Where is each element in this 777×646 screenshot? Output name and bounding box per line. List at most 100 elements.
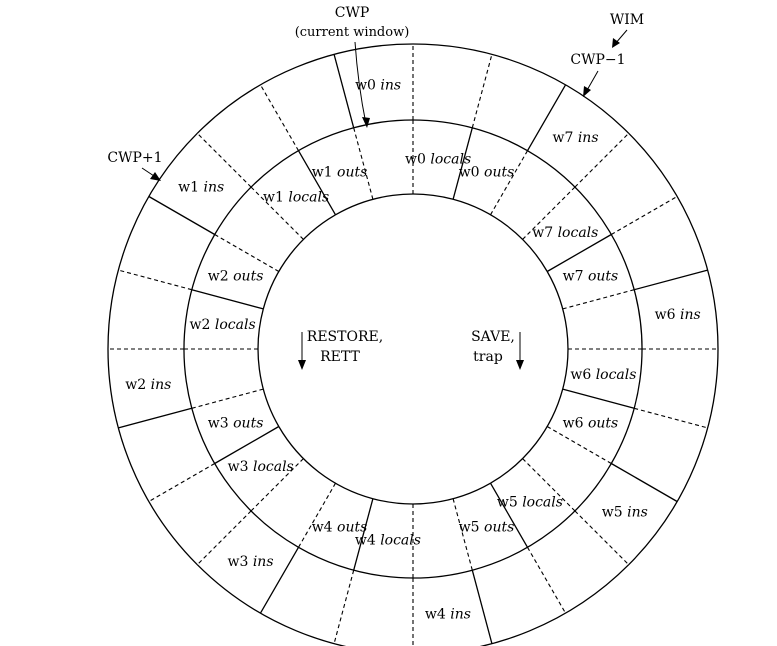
segment-label-w6-ins: w6 ins	[655, 307, 701, 323]
group-divider	[260, 84, 299, 151]
cwp-sublabel: (current window)	[295, 25, 410, 40]
step-edge	[526, 84, 567, 152]
inner-arc	[257, 308, 280, 427]
middle-arc	[610, 289, 643, 464]
segment-label-w5-outs: w5 outs	[459, 519, 515, 535]
group-divider	[522, 186, 576, 240]
inner-arc	[546, 271, 569, 390]
group-divider	[522, 458, 576, 512]
step-edge	[191, 289, 264, 310]
outer-arc	[479, 564, 630, 646]
outer-arc	[107, 132, 198, 350]
restore-label: RESTORE,	[307, 329, 383, 345]
segment-label-w7-locals: w7 locals	[532, 225, 598, 241]
middle-arc	[183, 234, 216, 409]
trap-label: trap	[473, 349, 503, 365]
inner-arc	[335, 193, 454, 216]
outer-arc	[107, 348, 198, 566]
inner-arc	[490, 388, 564, 484]
outer-arc	[628, 132, 719, 350]
step-edge	[353, 498, 374, 571]
group-divider	[527, 547, 566, 614]
step-edge	[471, 570, 493, 644]
segment-label-w6-locals: w6 locals	[570, 367, 636, 383]
group-divider	[148, 463, 215, 502]
segment-label-w3-outs: w3 outs	[208, 416, 264, 432]
segment-label-w0-ins: w0 ins	[355, 77, 401, 93]
segment-label-w4-outs: w4 outs	[312, 519, 368, 535]
wim-arrow	[612, 29, 628, 48]
group-divider	[250, 186, 304, 240]
outer-arc	[628, 348, 719, 566]
group-divider	[634, 407, 708, 429]
outer-arc	[196, 43, 414, 134]
step-edge	[610, 462, 678, 503]
window-ring	[107, 43, 719, 646]
segment-label-w6-outs: w6 outs	[563, 416, 619, 432]
cwp-plus-1-label: CWP+1	[107, 150, 162, 166]
step-edge	[634, 269, 708, 291]
inner-arc	[278, 426, 374, 500]
inner-arc	[452, 198, 548, 272]
restore-arrow	[298, 332, 306, 370]
outer-arc	[196, 564, 347, 646]
save-arrow	[516, 332, 524, 370]
group-divider	[191, 388, 264, 409]
group-divider	[452, 498, 473, 571]
step-edge	[452, 127, 473, 200]
step-edge	[489, 482, 529, 548]
cwp-minus-1-arrow	[583, 70, 599, 97]
segment-label-w5-locals: w5 locals	[497, 494, 563, 510]
segment-label-w0-locals: w0 locals	[405, 152, 471, 168]
inner-arc	[372, 482, 491, 505]
segment-label-w5-ins: w5 ins	[602, 505, 648, 521]
step-edge	[259, 546, 300, 614]
middle-arc	[353, 119, 528, 152]
outer-arc	[412, 43, 630, 134]
group-divider	[298, 482, 336, 548]
segment-label-w2-outs: w2 outs	[208, 269, 264, 285]
step-edge	[148, 195, 216, 236]
segment-label-w7-ins: w7 ins	[552, 130, 598, 146]
segment-label-w0-outs: w0 outs	[459, 165, 515, 181]
cwp-arrow	[354, 41, 370, 128]
cwp-plus-1-arrow	[141, 167, 161, 181]
middle-arc	[191, 408, 299, 548]
group-divider	[471, 54, 493, 128]
step-edge	[214, 425, 280, 465]
segment-label-w2-locals: w2 locals	[190, 317, 256, 333]
group-divider	[546, 426, 612, 464]
step-edge	[333, 54, 355, 128]
segment-label-w3-ins: w3 ins	[227, 554, 273, 570]
segment-label-w4-locals: w4 locals	[355, 532, 421, 548]
middle-arc	[214, 127, 354, 235]
segment-label-w1-locals: w1 locals	[263, 190, 329, 206]
group-divider	[214, 234, 280, 272]
group-divider	[574, 510, 630, 566]
group-divider	[490, 150, 528, 216]
inner-arc	[262, 214, 336, 310]
cwp-label: CWP	[335, 5, 370, 21]
rett-label: RETT	[320, 349, 360, 365]
step-edge	[546, 233, 612, 273]
segment-label-w1-outs: w1 outs	[312, 165, 368, 181]
middle-arc	[298, 546, 473, 579]
group-divider	[574, 132, 630, 188]
middle-arc	[527, 150, 635, 290]
step-edge	[297, 150, 337, 216]
save-label: SAVE,	[471, 329, 515, 345]
segment-label-w4-ins: w4 ins	[425, 607, 471, 623]
segment-label-w7-outs: w7 outs	[563, 269, 619, 285]
group-divider	[562, 289, 635, 310]
segment-label-w1-ins: w1 ins	[178, 180, 224, 196]
group-divider	[353, 127, 374, 200]
group-divider	[611, 196, 678, 235]
segment-label-w3-locals: w3 locals	[228, 459, 294, 475]
group-divider	[333, 570, 355, 644]
group-divider	[196, 132, 252, 188]
segment-label-w2-ins: w2 ins	[125, 377, 171, 393]
cwp-minus-1-label: CWP−1	[570, 52, 625, 68]
step-edge	[118, 407, 192, 429]
